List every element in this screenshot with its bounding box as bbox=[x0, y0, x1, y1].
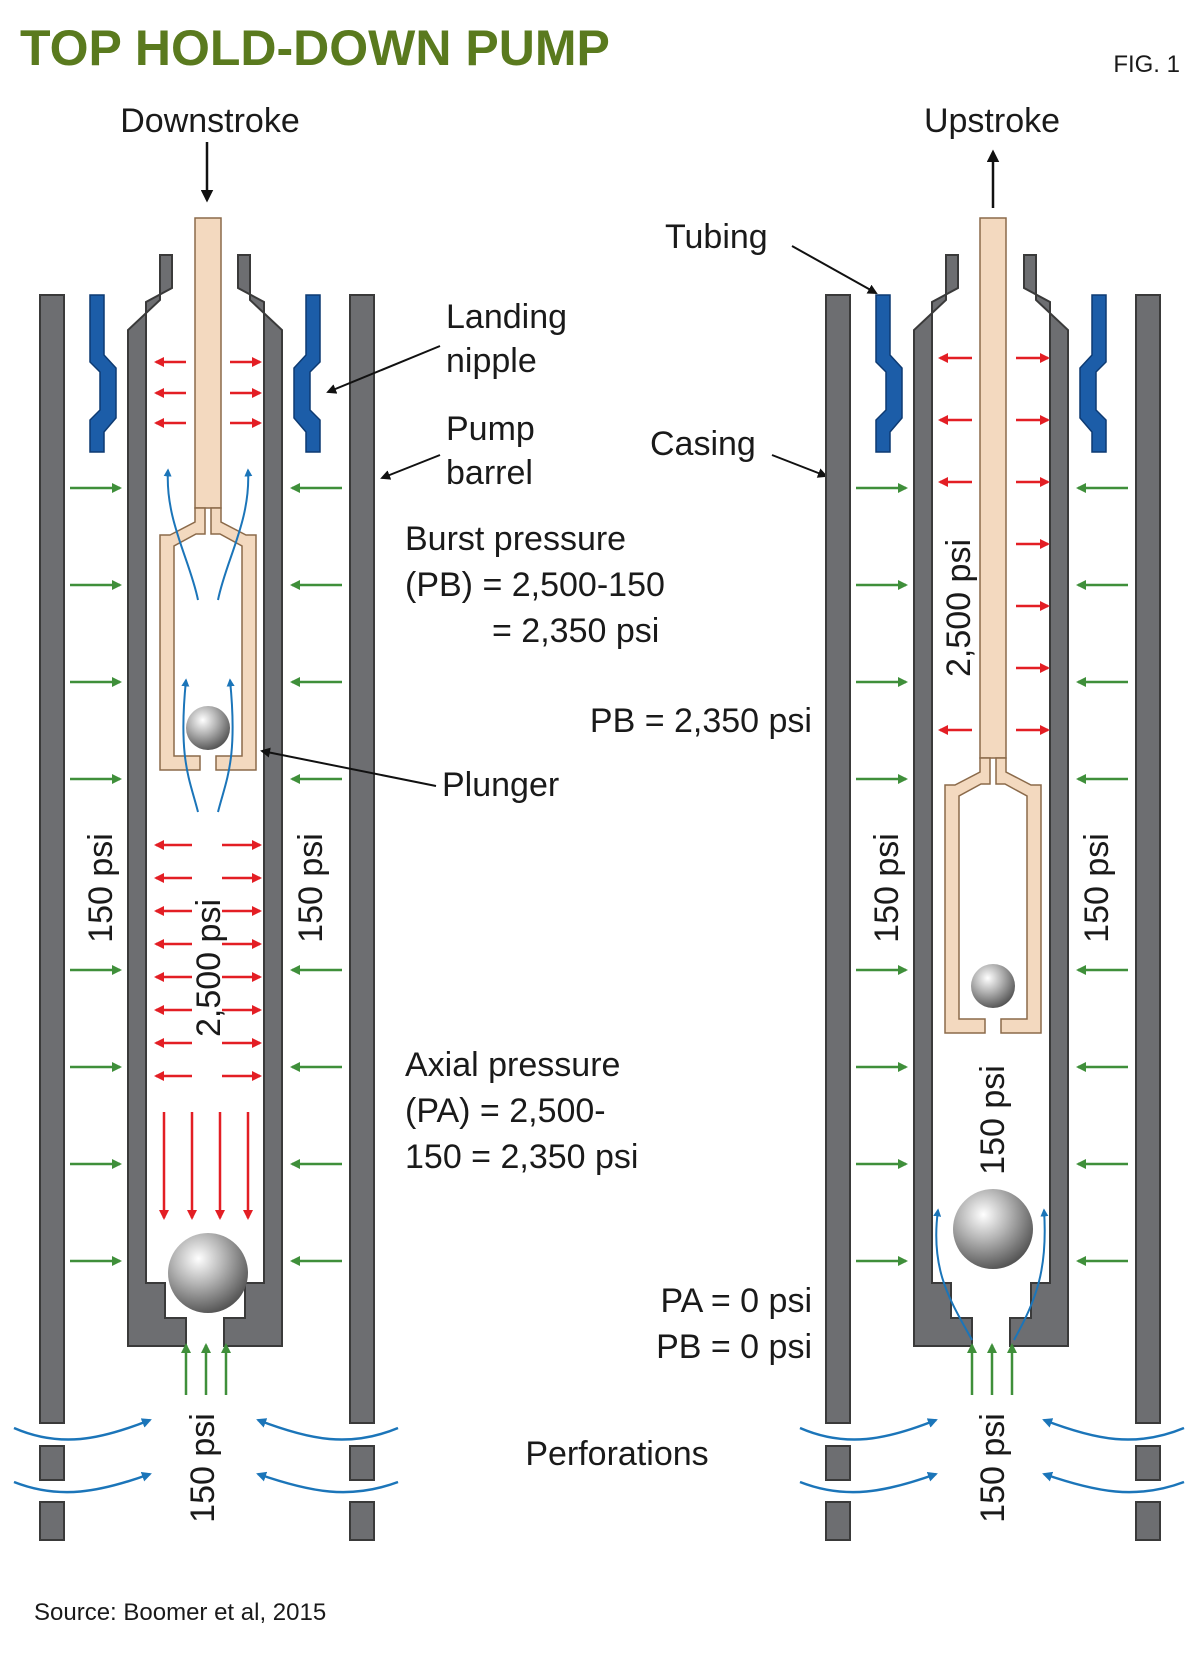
casing-segment bbox=[825, 1501, 851, 1541]
callouts: Landing nipple Pump barrel Burst pressur… bbox=[260, 218, 878, 1473]
pump-barrel-right bbox=[223, 254, 283, 1347]
axial-pressure-line-3: 150 = 2,350 psi bbox=[405, 1138, 638, 1176]
pump-rod bbox=[979, 217, 1007, 759]
pump-barrel-left bbox=[913, 254, 973, 1347]
casing-wall-right bbox=[349, 294, 375, 1424]
landing-nipple-leader bbox=[326, 345, 441, 394]
pump-rod bbox=[194, 217, 222, 509]
landing-nipple-right bbox=[1079, 294, 1107, 453]
plunger-left bbox=[159, 507, 206, 771]
perforation-flow-arrows bbox=[799, 1418, 1185, 1494]
landing-nipple-left bbox=[89, 294, 117, 453]
plunger-left bbox=[944, 757, 991, 1034]
casing-segment bbox=[1135, 1445, 1161, 1481]
burst-pressure-line-2: (PB) = 2,500-150 bbox=[405, 566, 665, 604]
casing-segment bbox=[349, 1501, 375, 1541]
upstroke-heading: Upstroke bbox=[924, 102, 1060, 140]
annulus-arrows bbox=[856, 483, 1128, 1395]
tubing-pressure: 2,500 psi bbox=[940, 539, 978, 677]
burst-arrows-lower bbox=[154, 840, 262, 1081]
annulus-pressure-right: 150 psi bbox=[292, 833, 330, 943]
traveling-valve-ball bbox=[971, 964, 1015, 1008]
tubing-leader bbox=[791, 245, 878, 294]
burst-arrows bbox=[938, 353, 1050, 735]
annulus-pressure-right: 150 psi bbox=[1078, 833, 1116, 943]
landing-nipple-label-2: nipple bbox=[446, 342, 537, 380]
axial-pressure-line-2: (PA) = 2,500- bbox=[405, 1092, 606, 1130]
plunger-right bbox=[210, 507, 257, 771]
casing-wall-left bbox=[39, 294, 65, 1424]
standing-valve-ball bbox=[168, 1233, 248, 1313]
pump-barrel-left bbox=[127, 254, 187, 1347]
landing-nipple-right bbox=[293, 294, 321, 453]
perforation-flow-arrows bbox=[13, 1418, 399, 1494]
landing-nipple-left bbox=[875, 294, 903, 453]
tubing-label: Tubing bbox=[665, 218, 768, 256]
intake-pressure: 150 psi bbox=[184, 1413, 222, 1523]
flow-arrow bbox=[181, 678, 199, 813]
figure-number: FIG. 1 bbox=[1113, 51, 1180, 78]
flow-arrow bbox=[933, 1208, 973, 1341]
downstroke-panel: Downstroke bbox=[13, 102, 399, 1541]
plunger-leader bbox=[260, 747, 437, 787]
casing-leader bbox=[771, 454, 828, 478]
landing-nipple-label-1: Landing bbox=[446, 298, 567, 336]
casing-segment bbox=[39, 1501, 65, 1541]
flow-arrow bbox=[217, 678, 235, 813]
annulus-arrows bbox=[70, 483, 342, 1395]
pump-barrel-right bbox=[1009, 254, 1069, 1347]
pa-zero: PA = 0 psi bbox=[660, 1282, 812, 1320]
plunger-right bbox=[995, 757, 1042, 1034]
traveling-valve-ball bbox=[186, 706, 230, 750]
casing-segment bbox=[39, 1445, 65, 1481]
casing-label: Casing bbox=[650, 425, 756, 463]
barrel-pressure: 2,500 psi bbox=[190, 899, 228, 1037]
upstroke-panel: Upstroke bbox=[799, 102, 1185, 1541]
axial-arrows bbox=[159, 1112, 253, 1220]
casing-wall-right bbox=[1135, 294, 1161, 1424]
burst-arrows-upper bbox=[154, 357, 262, 428]
flow-arrow bbox=[1013, 1208, 1049, 1341]
axial-pressure-line-1: Axial pressure bbox=[405, 1046, 620, 1084]
barrel-pressure: 150 psi bbox=[974, 1065, 1012, 1175]
pb-value: PB = 2,350 psi bbox=[590, 702, 812, 740]
standing-valve-ball bbox=[953, 1189, 1033, 1269]
burst-pressure-line-3: = 2,350 psi bbox=[492, 612, 659, 650]
downstroke-heading: Downstroke bbox=[120, 102, 300, 140]
figure-title: TOP HOLD-DOWN PUMP bbox=[20, 20, 610, 76]
flow-arrow bbox=[163, 468, 199, 601]
annulus-pressure-left: 150 psi bbox=[868, 833, 906, 943]
casing-segment bbox=[825, 1445, 851, 1481]
pb-zero: PB = 0 psi bbox=[656, 1328, 812, 1366]
pump-barrel-leader bbox=[380, 454, 441, 480]
annulus-pressure-left: 150 psi bbox=[82, 833, 120, 943]
casing-segment bbox=[349, 1445, 375, 1481]
source-note: Source: Boomer et al, 2015 bbox=[34, 1599, 326, 1626]
pump-barrel-label-1: Pump bbox=[446, 410, 535, 448]
flow-arrow bbox=[217, 468, 253, 601]
burst-pressure-line-1: Burst pressure bbox=[405, 520, 626, 558]
casing-wall-left bbox=[825, 294, 851, 1424]
plunger-label: Plunger bbox=[442, 766, 559, 804]
intake-pressure: 150 psi bbox=[974, 1413, 1012, 1523]
perforations-label: Perforations bbox=[525, 1435, 708, 1473]
pump-barrel-label-2: barrel bbox=[446, 454, 533, 492]
casing-segment bbox=[1135, 1501, 1161, 1541]
